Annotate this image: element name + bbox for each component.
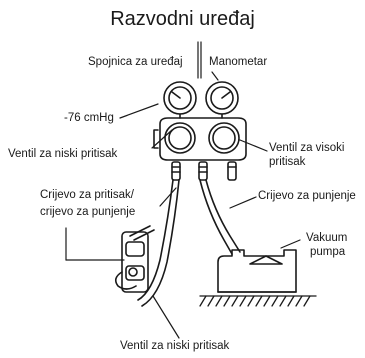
vacuum-pump bbox=[217, 249, 297, 293]
charging-hose bbox=[199, 179, 241, 255]
hose-connectors bbox=[171, 161, 237, 181]
label-vacuum-reading: -76 cmHg bbox=[64, 112, 114, 124]
low-pressure-gauge bbox=[163, 81, 197, 119]
label-high-pressure-valve-line1: Ventil za visoki bbox=[269, 142, 345, 154]
label-pressure-hose-line1: Crijevo za pritisak/ bbox=[40, 189, 134, 201]
label-high-pressure-valve-line2: pritisak bbox=[269, 156, 306, 168]
diagram-title: Razvodni uređaj bbox=[110, 8, 255, 30]
label-manometer: Manometar bbox=[209, 56, 268, 68]
label-device-coupling: Spojnica za uređaj bbox=[88, 56, 183, 68]
label-low-pressure-valve-bottom: Ventil za niski pritisak bbox=[120, 340, 230, 352]
label-vacuum-pump-line1: Vakuum bbox=[306, 232, 348, 244]
label-vacuum-pump-line2: pumpa bbox=[310, 246, 346, 258]
manifold-body bbox=[153, 117, 247, 161]
label-low-pressure-valve: Ventil za niski pritisak bbox=[8, 148, 118, 160]
ground-hatching bbox=[199, 295, 317, 307]
leader-lines bbox=[65, 41, 301, 339]
label-charging-hose: Crijevo za punjenje bbox=[258, 190, 356, 202]
label-pressure-hose-line2: crijevo za punjenje bbox=[40, 206, 136, 218]
high-pressure-gauge bbox=[205, 81, 239, 119]
service-valve-unit bbox=[114, 225, 155, 293]
